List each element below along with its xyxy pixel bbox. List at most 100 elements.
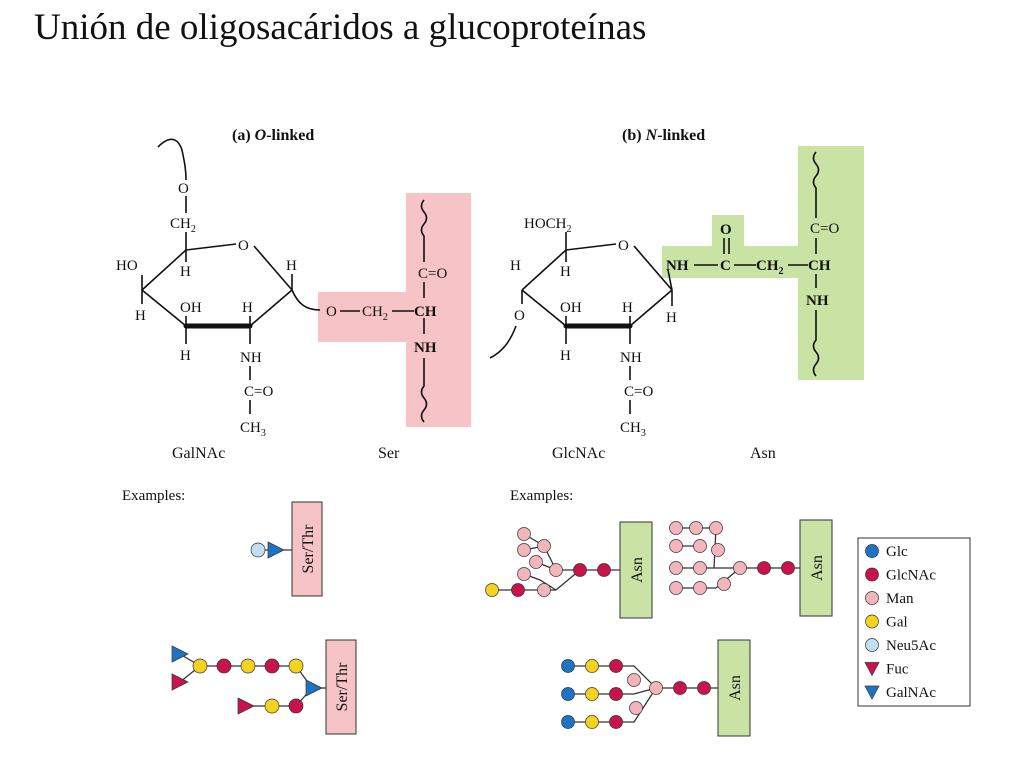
b-c4-h-atom: H bbox=[510, 258, 521, 274]
asn-highlight bbox=[662, 146, 864, 380]
panel-b-examples-label: Examples: bbox=[510, 488, 573, 504]
man-glyph bbox=[669, 561, 683, 575]
b-c1-n-bond bbox=[667, 269, 673, 291]
c1-h-atom: H bbox=[286, 258, 297, 274]
legend-label: GlcNAc bbox=[886, 568, 936, 584]
ring-bond-c2-c1 bbox=[249, 289, 293, 327]
man-glyph bbox=[537, 539, 551, 553]
b-ring-bond-o-c1 bbox=[633, 245, 673, 291]
glycosidic-o-atom: O bbox=[326, 304, 337, 320]
slide-title: Unión de oligosacáridos a glucoproteínas bbox=[34, 7, 647, 48]
asn-backbone-wave-top bbox=[812, 151, 820, 218]
man-glyph bbox=[529, 555, 543, 569]
asn-amide-c-atom: C bbox=[720, 258, 731, 274]
ser-thr-label-2: Ser/Thr bbox=[334, 662, 351, 712]
ser-thr-box-2 bbox=[325, 639, 357, 735]
man-glyph bbox=[669, 521, 683, 535]
man-glyph bbox=[733, 561, 747, 575]
man-glyph bbox=[537, 583, 551, 597]
man-glyph bbox=[627, 673, 641, 687]
man-glyph bbox=[689, 521, 703, 535]
glcnac-glyph bbox=[264, 658, 280, 674]
o-linked-example-1: Ser/Thr bbox=[250, 501, 323, 597]
o-linked-example-2: Ser/Thr bbox=[171, 639, 357, 735]
panel-b-heading: (b) N-linked bbox=[622, 127, 705, 144]
fuc-glyph bbox=[237, 697, 255, 715]
neu5ac-glyph bbox=[250, 542, 266, 558]
b-ring-bond-c4-c3 bbox=[521, 289, 567, 327]
b-acetyl-ch3-atom: CH3 bbox=[620, 420, 646, 439]
gal-glyph bbox=[288, 658, 304, 674]
ch2-atom: CH2 bbox=[170, 216, 196, 235]
b-glycan-chain-wave bbox=[489, 325, 517, 359]
legend-item-fuc: Fuc bbox=[864, 662, 909, 678]
man-glyph bbox=[517, 527, 531, 541]
asn-label-1: Asn bbox=[629, 557, 646, 583]
panel-b-n-linked: (b) N-linked HOCH2 O H H O OH H H NH C=O… bbox=[489, 127, 864, 504]
ring-bond-c4-c3 bbox=[141, 289, 187, 327]
gal-glyph bbox=[585, 715, 599, 729]
ser-backbone-wave-top bbox=[420, 199, 428, 262]
c5-h-atom: H bbox=[180, 264, 191, 280]
legend-label: Neu5Ac bbox=[886, 638, 936, 654]
b-c4-o-atom: O bbox=[514, 308, 525, 324]
c4-ho-atom: HO bbox=[116, 258, 138, 274]
man-glyph bbox=[517, 543, 531, 557]
man-glyph bbox=[709, 521, 723, 535]
n-linked-example-3: Asn bbox=[561, 639, 751, 737]
glcnac-glyph bbox=[673, 681, 687, 695]
ser-ca-atom: CH bbox=[414, 304, 437, 320]
ser-thr-label-1: Ser/Thr bbox=[300, 524, 317, 574]
ring-bond-c5-c4 bbox=[141, 249, 187, 291]
legend-item-man: Man bbox=[865, 591, 914, 607]
gal-legend-glyph bbox=[865, 614, 879, 629]
glcnac-glyph bbox=[757, 561, 771, 575]
asn-label: Asn bbox=[750, 445, 776, 462]
ring-bond-o-c1 bbox=[253, 245, 293, 291]
asn-amide-o-atom: O bbox=[720, 222, 732, 238]
c4-h-atom: H bbox=[135, 308, 146, 324]
gal-glyph bbox=[485, 583, 499, 597]
man-glyph bbox=[717, 577, 731, 591]
legend-item-galnac: GalNAc bbox=[864, 685, 936, 701]
man-glyph bbox=[669, 539, 683, 553]
b-c2-nh-atom: NH bbox=[620, 350, 642, 366]
galnac-glyph bbox=[171, 645, 189, 663]
acetyl-ch3-atom: CH3 bbox=[240, 420, 266, 439]
c3-oh-atom: OH bbox=[180, 300, 202, 316]
asn-box-1 bbox=[619, 521, 653, 619]
ser-nh-atom: NH bbox=[414, 340, 437, 356]
gal-glyph bbox=[585, 659, 599, 673]
fuc-legend-glyph bbox=[864, 662, 880, 677]
neu5ac-legend-glyph bbox=[865, 638, 879, 652]
b-c2-h-atom: H bbox=[622, 300, 633, 316]
asn-label-2: Asn bbox=[809, 555, 826, 581]
glycan-chain-wave bbox=[157, 138, 187, 181]
asn-ca-atom: CH bbox=[808, 258, 831, 274]
b-ring-bond-c5-c4 bbox=[521, 249, 567, 291]
ser-co-atom: C=O bbox=[418, 266, 447, 282]
legend-item-glcnac: GlcNAc bbox=[865, 567, 936, 584]
gal-glyph bbox=[264, 698, 280, 714]
hoch2-atom: HOCH2 bbox=[524, 216, 572, 235]
man-glyph bbox=[711, 543, 725, 557]
glycosidic-bond bbox=[291, 289, 321, 311]
man-glyph bbox=[693, 561, 707, 575]
man-glyph bbox=[517, 567, 531, 581]
asn-ch2-atom: CH2 bbox=[756, 258, 784, 277]
glcnac-glyph bbox=[216, 658, 232, 674]
legend-label: Gal bbox=[886, 615, 908, 631]
glcnac-legend-glyph bbox=[865, 567, 879, 582]
glc-glyph bbox=[561, 687, 575, 701]
asn-amide-nh-atom: NH bbox=[666, 258, 689, 274]
legend-item-gal: Gal bbox=[865, 614, 908, 631]
galnac-legend-glyph bbox=[864, 685, 880, 700]
legend-item-glc: Glc bbox=[865, 544, 908, 560]
glcnac-glyph bbox=[609, 715, 623, 729]
b-ring-bond-c2-c1 bbox=[629, 289, 673, 327]
glcnac-glyph bbox=[597, 563, 611, 577]
acetyl-co-atom: C=O bbox=[244, 384, 273, 400]
man-glyph bbox=[629, 701, 643, 715]
